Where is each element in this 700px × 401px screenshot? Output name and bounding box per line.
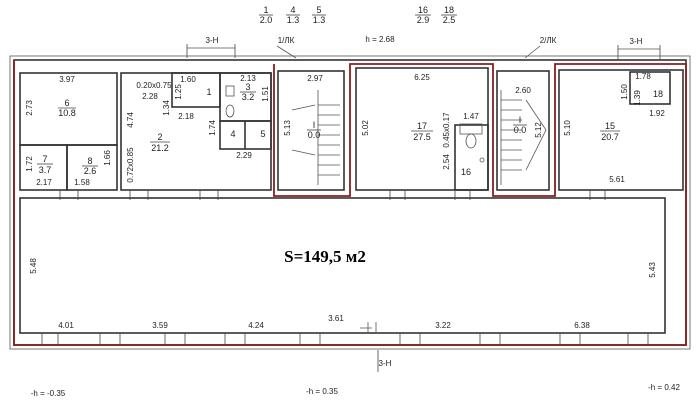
- room-2-id: 2: [157, 132, 162, 142]
- dim-st2-w: 2.60: [515, 86, 531, 95]
- dim-bottom-4: 3.61: [328, 314, 344, 323]
- dim-r16-w: 1.47: [463, 112, 479, 121]
- room-17-id: 17: [417, 121, 427, 131]
- section-mark-right-top: 3-Н: [630, 37, 643, 46]
- header-columns: 1 2.0 4 1.3 5 1.3 16 2.9 18 2.5: [259, 5, 457, 25]
- ceiling-height-mark: h = 2.68: [365, 35, 395, 44]
- room-15-area: 20.7: [601, 132, 619, 142]
- header-area-16: 2.9: [417, 15, 430, 25]
- dim-r15-h: 5.10: [563, 120, 572, 136]
- dim-bottom-2: 3.59: [152, 321, 168, 330]
- room-3-id: 3: [245, 82, 250, 92]
- dim-r3-w: 2.13: [240, 74, 256, 83]
- stair-1: [291, 90, 340, 185]
- dim-st2-h: 5.12: [534, 122, 543, 138]
- dim-r17-door: 0.45x0.17: [442, 112, 451, 148]
- dim-st1-h: 5.13: [283, 120, 292, 136]
- header-area-18: 2.5: [443, 15, 456, 25]
- level-mark-center: -h = 0.35: [306, 387, 338, 396]
- dim-r1-w: 1.60: [180, 75, 196, 84]
- room-3-area: 3.2: [242, 92, 255, 102]
- dim-r17-w: 6.25: [414, 73, 430, 82]
- dim-r18-b: 1.39: [633, 90, 642, 106]
- dim-bottom-1: 4.01: [58, 321, 74, 330]
- room-8-area: 2.6: [84, 166, 97, 176]
- dim-r18-a: 1.50: [620, 84, 629, 100]
- dim-bottom-6: 6.38: [574, 321, 590, 330]
- room-6-id: 6: [64, 98, 69, 108]
- window-marks: [41, 190, 649, 345]
- room-7-area: 3.7: [39, 165, 52, 175]
- area-boundary: [13, 60, 687, 346]
- header-area-1: 2.0: [260, 15, 273, 25]
- dim-bottom-5: 3.22: [435, 321, 451, 330]
- dim-r8-w: 1.58: [74, 178, 90, 187]
- room-15-id: 15: [605, 121, 615, 131]
- dim-bottom-3: 4.24: [248, 321, 264, 330]
- room-5-id: 5: [260, 129, 265, 139]
- fixtures: [225, 85, 485, 163]
- header-num-5: 5: [316, 5, 321, 15]
- stair-2-area: 0.0: [514, 125, 527, 135]
- dim-r2-h: 4.74: [126, 112, 135, 128]
- dimension-labels: 3.97 2.73 1.72 2.17 1.58 1.66 4.74 0.72x…: [25, 72, 665, 330]
- dim-r2-a: 2.28: [142, 92, 158, 101]
- room-18-id: 18: [653, 89, 663, 99]
- section-mark-stair-1: 1/ЛК: [278, 36, 295, 45]
- total-area-label: S=149,5 м2: [284, 247, 366, 266]
- room-8-id: 8: [87, 156, 92, 166]
- header-num-1: 1: [263, 5, 268, 15]
- dim-r6-h: 2.73: [25, 100, 34, 116]
- dim-r2-small: 0.20x0.75: [136, 81, 172, 90]
- dim-r18-c: 1.92: [649, 109, 665, 118]
- room-4-id: 4: [230, 129, 235, 139]
- header-num-18: 18: [444, 5, 454, 15]
- dim-r3-h: 1.51: [261, 86, 270, 102]
- dim-r2-c: 1.25: [174, 84, 183, 100]
- stair-2: [500, 90, 547, 185]
- section-mark-bottom: 3-Н: [379, 359, 392, 368]
- dim-r2-b: 1.34: [162, 100, 171, 116]
- stair-2-id: I: [519, 115, 522, 125]
- stair-1-area: 0.0: [308, 130, 321, 140]
- header-num-4: 4: [290, 5, 295, 15]
- room-16-id: 16: [461, 167, 471, 177]
- dim-hall-left: 5.48: [29, 258, 38, 274]
- dim-r17-b: 2.54: [442, 154, 451, 170]
- dim-r2-door: 0.72x0.85: [126, 147, 135, 183]
- dim-r7-w: 2.17: [36, 178, 52, 187]
- dim-hall-right: 5.43: [648, 262, 657, 278]
- dim-r7-h: 1.72: [25, 156, 34, 172]
- dim-r1-h: 2.18: [178, 112, 194, 121]
- header-area-4: 1.3: [287, 15, 300, 25]
- room-labels: 6 10.8 7 3.7 8 2.6 2 21.2 1 3 3.2 4 5 I …: [37, 82, 663, 177]
- room-17-area: 27.5: [413, 132, 431, 142]
- room-2-area: 21.2: [151, 143, 169, 153]
- section-mark-left-top: 3-Н: [206, 36, 219, 45]
- stair-1-id: I: [313, 120, 316, 130]
- header-num-16: 16: [418, 5, 428, 15]
- dim-r4-h: 1.74: [208, 120, 217, 136]
- dim-r5-w: 2.29: [236, 151, 252, 160]
- dim-st1-w: 2.97: [307, 74, 323, 83]
- level-marks: -h = -0.35 -h = 0.35 -h = 0.42: [31, 383, 681, 398]
- level-mark-left: -h = -0.35: [31, 389, 66, 398]
- header-area-5: 1.3: [313, 15, 326, 25]
- dim-r15-w: 5.61: [609, 175, 625, 184]
- dim-r18-w: 1.78: [635, 72, 651, 81]
- section-mark-stair-2: 2/ЛК: [540, 36, 557, 45]
- level-mark-right: -h = 0.42: [648, 383, 680, 392]
- room-7-id: 7: [42, 154, 47, 164]
- dim-r6-w: 3.97: [59, 75, 75, 84]
- room-1-id: 1: [206, 87, 211, 97]
- room-6-area: 10.8: [58, 108, 76, 118]
- dim-r17-h: 5.02: [361, 120, 370, 136]
- dim-r8-h: 1.66: [103, 150, 112, 166]
